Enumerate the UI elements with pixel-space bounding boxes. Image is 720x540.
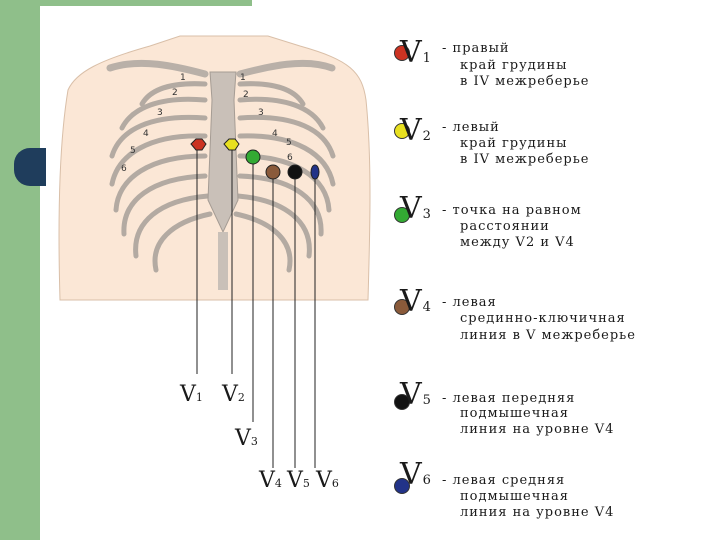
lead-desc-2: край грудины — [460, 136, 568, 151]
lead-desc-3: в IV межреберье — [460, 152, 590, 167]
slide-left-bar — [0, 0, 40, 540]
lead-desc-2: край грудины — [460, 58, 568, 73]
svg-text:4: 4 — [272, 129, 278, 139]
svg-text:6: 6 — [121, 164, 127, 174]
right-clavicle — [236, 59, 336, 78]
color-dot-green — [394, 207, 410, 223]
lead-desc-3: в IV межреберье — [460, 74, 590, 89]
lead-name: V2 — [400, 113, 431, 148]
color-dot-yellow — [394, 123, 410, 139]
rib-number-labels: 1 1 2 2 3 3 4 4 5 5 6 6 — [121, 73, 293, 174]
slide-bullet — [14, 148, 46, 186]
electrode-leader-lines — [196, 150, 316, 468]
color-dot-black — [394, 394, 410, 410]
lead-name: V4 — [400, 284, 431, 319]
lead-name: V5 — [400, 377, 431, 412]
svg-text:6: 6 — [287, 153, 293, 163]
label-v2: V2 — [222, 382, 245, 407]
electrode-v6 — [310, 164, 320, 180]
electrode-v5 — [287, 164, 303, 180]
svg-text:2: 2 — [243, 90, 249, 100]
lead-desc-3: линия в V межреберье — [460, 328, 636, 343]
svg-text:2: 2 — [172, 88, 178, 98]
lead-desc-3: линия на уровне V4 — [460, 422, 615, 437]
svg-text:1: 1 — [240, 73, 246, 83]
slide-top-bar — [40, 0, 252, 6]
lead-desc-1: - правый — [442, 41, 510, 56]
svg-text:5: 5 — [286, 138, 292, 148]
color-dot-red — [394, 45, 410, 61]
svg-text:4: 4 — [143, 129, 149, 139]
svg-text:5: 5 — [130, 146, 136, 156]
color-dot-brown — [394, 299, 410, 315]
lead-desc-1: - левый — [442, 120, 500, 135]
electrode-v3 — [245, 149, 261, 165]
lead-desc-1: - левая средняя — [442, 473, 566, 488]
lead-name: V6 — [400, 457, 431, 492]
lead-desc-2: расстоянии — [460, 219, 550, 234]
label-v1: V1 — [180, 382, 203, 407]
lead-desc-2: подмышечная — [460, 406, 569, 421]
lead-desc-3: между V2 и V4 — [460, 235, 575, 250]
lead-name: V1 — [400, 35, 431, 70]
label-v3: V3 — [235, 426, 258, 451]
sternum — [207, 71, 239, 234]
label-v5: V5 — [287, 468, 310, 493]
lead-desc-3: линия на уровне V4 — [460, 505, 615, 520]
rib-cage — [109, 81, 336, 273]
lead-name: V3 — [400, 191, 431, 226]
lead-desc-2: подмышечная — [460, 489, 569, 504]
lead-desc-2: срединно-ключичная — [460, 311, 626, 326]
electrode-v2 — [223, 138, 240, 151]
label-v6: V6 — [316, 468, 339, 493]
color-dot-blue — [394, 478, 410, 494]
lead-desc-1: - левая — [442, 295, 497, 310]
electrode-v4 — [265, 164, 281, 180]
electrode-v1 — [190, 138, 207, 151]
svg-text:3: 3 — [258, 108, 264, 118]
lead-desc-1: - точка на равном — [442, 203, 582, 218]
svg-text:1: 1 — [180, 73, 186, 83]
svg-text:3: 3 — [157, 108, 163, 118]
label-v4: V4 — [259, 468, 282, 493]
left-clavicle — [106, 59, 209, 78]
lead-desc-1: - левая передняя — [442, 391, 576, 406]
